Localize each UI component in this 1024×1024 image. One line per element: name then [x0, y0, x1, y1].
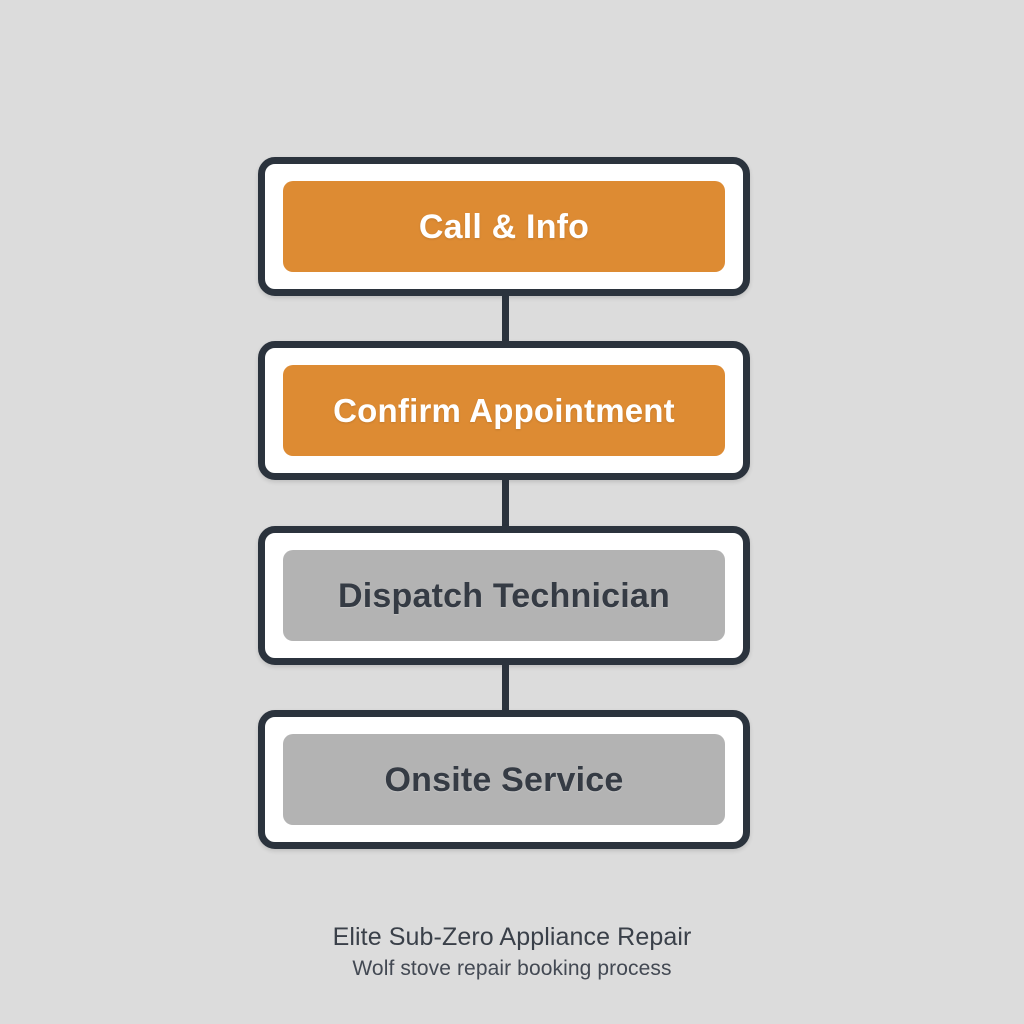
caption-subtitle: Wolf stove repair booking process — [352, 957, 672, 980]
connector-step-2-to-3 — [502, 480, 509, 526]
process-step-1-label: Call & Info — [418, 207, 590, 246]
process-step-4[interactable]: Onsite Service — [258, 710, 750, 849]
caption: Elite Sub-Zero Appliance Repair Wolf sto… — [0, 920, 1024, 984]
process-step-1[interactable]: Call & Info — [258, 157, 750, 296]
process-step-2-label: Confirm Appointment — [333, 392, 675, 429]
process-step-3[interactable]: Dispatch Technician — [258, 526, 750, 665]
process-step-2[interactable]: Confirm Appointment — [258, 341, 750, 480]
caption-title: Elite Sub-Zero Appliance Repair — [332, 923, 692, 951]
connector-step-3-to-4 — [502, 665, 509, 710]
process-step-4-label: Onsite Service — [384, 760, 624, 799]
process-step-4-bar: Onsite Service — [283, 734, 725, 825]
process-step-2-bar: Confirm Appointment — [283, 365, 725, 456]
process-step-3-bar: Dispatch Technician — [283, 550, 725, 641]
process-step-3-label: Dispatch Technician — [338, 576, 670, 615]
connector-step-1-to-2 — [502, 296, 509, 341]
process-step-1-bar: Call & Info — [283, 181, 725, 272]
